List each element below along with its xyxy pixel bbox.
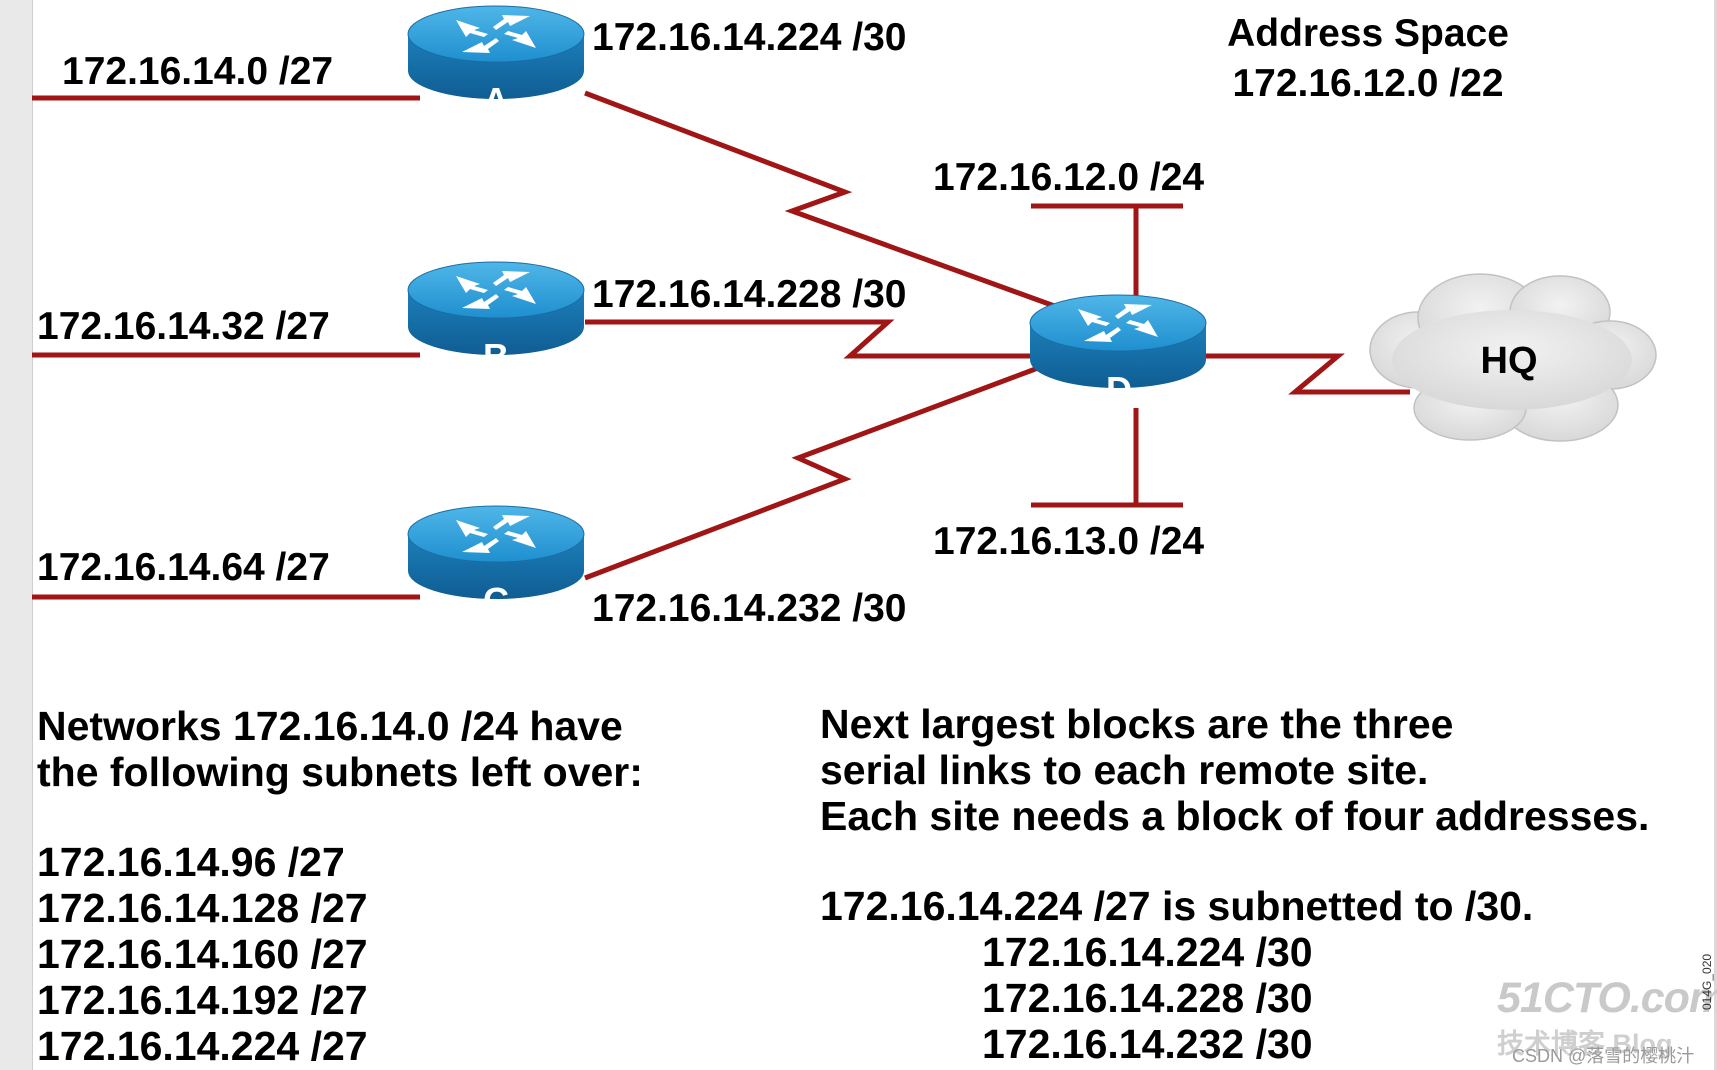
router-c: C	[407, 505, 585, 621]
lan-c-label: 172.16.14.64 /27	[37, 546, 330, 589]
window-left-edge	[0, 0, 33, 1070]
right-subnet-item: 172.16.14.228 /30	[982, 975, 1313, 1021]
left-text-line: Networks 172.16.14.0 /24 have	[37, 703, 623, 749]
left-subnet-item: 172.16.14.96 /27	[37, 839, 345, 885]
hq-cloud: HQ	[1369, 273, 1657, 442]
left-subnet-item: 172.16.14.128 /27	[37, 885, 368, 931]
right-text-line: Each site needs a block of four addresse…	[820, 793, 1650, 839]
serial-c-label: 172.16.14.232 /30	[592, 587, 906, 630]
router-d-label: D	[1106, 369, 1132, 410]
lan-d-bottom-label: 172.16.13.0 /24	[933, 520, 1204, 563]
right-text-line: Next largest blocks are the three	[820, 701, 1454, 747]
serial-b-label: 172.16.14.228 /30	[592, 273, 906, 316]
watermark-credit: CSDN @落雪的樱桃汁	[1512, 1046, 1695, 1066]
serial-link-c	[584, 365, 1039, 581]
router-b-label: B	[483, 336, 509, 377]
router-c-label: C	[483, 580, 509, 621]
hq-label: HQ	[1481, 340, 1538, 382]
watermark-subtitle: 技术博客 Blog	[1497, 1029, 1673, 1059]
right-subnet-item: 172.16.14.224 /30	[982, 929, 1313, 975]
right-text-line: 172.16.14.224 /27 is subnetted to /30.	[820, 883, 1534, 929]
router-a: A	[407, 5, 585, 121]
left-subnet-item: 172.16.14.224 /27	[37, 1023, 368, 1069]
serial-a-label: 172.16.14.224 /30	[592, 16, 906, 59]
left-subnet-item: 172.16.14.192 /27	[37, 977, 368, 1023]
watermark-logo: 51CTO.com	[1497, 974, 1717, 1022]
address-space-title: Address Space	[1227, 12, 1509, 55]
serial-link-hq	[1205, 353, 1410, 395]
router-b: B	[407, 261, 585, 377]
lan-d-top-label: 172.16.12.0 /24	[933, 156, 1204, 199]
serial-link-b	[585, 319, 1035, 359]
left-text-line: the following subnets left over:	[37, 749, 643, 795]
right-subnet-item: 172.16.14.232 /30	[982, 1021, 1313, 1067]
window-right-edge	[1714, 0, 1717, 1070]
network-links	[32, 90, 1410, 600]
right-text-line: serial links to each remote site.	[820, 747, 1429, 793]
lan-b-label: 172.16.14.32 /27	[37, 305, 330, 348]
left-subnet-item: 172.16.14.160 /27	[37, 931, 368, 977]
figure-code: 014G_020	[1700, 953, 1714, 1010]
address-space-value: 172.16.12.0 /22	[1232, 62, 1503, 105]
router-d: D	[1029, 294, 1207, 410]
left-text-block: Networks 172.16.14.0 /24 have the follow…	[37, 703, 643, 1069]
router-a-label: A	[483, 80, 509, 121]
lan-a-label: 172.16.14.0 /27	[62, 50, 333, 93]
right-text-block: Next largest blocks are the three serial…	[820, 701, 1649, 1067]
serial-link-a	[584, 90, 1061, 311]
